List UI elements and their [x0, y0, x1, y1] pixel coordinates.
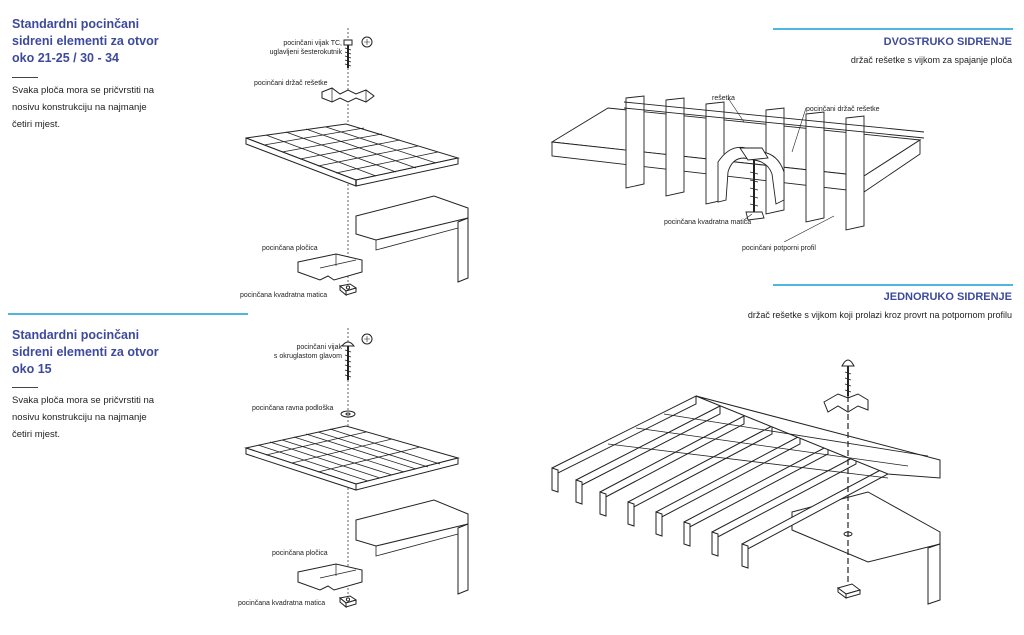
d2-washer-label: pocinčana ravna podloška: [252, 405, 334, 412]
panel1-body: Svaka ploča mora se pričvrstiti na nosiv…: [12, 82, 154, 133]
d1-screw-label-line2: uglavljeni šesterokutnik: [269, 49, 342, 56]
grating-holder-icon: [322, 88, 374, 102]
double-subtitle: držač rešetke s vijkom za spajanje ploča: [850, 55, 1012, 65]
double-title: DVOSTRUKO SIDRENJE: [883, 36, 1012, 48]
d2-screw-label: pocinčani vijak s okruglastom glavom: [238, 343, 342, 361]
diagram2-exploded-view: [236, 328, 476, 613]
d1-plate-label: pocinčana pločica: [262, 245, 318, 252]
d1-screw-label-line1: pocinčani vijak TC,: [283, 40, 342, 47]
panel1-heading-line3: oko 21-25 / 30 - 34: [12, 51, 120, 65]
d2-screw-label-line1: pocinčani vijak: [296, 344, 342, 351]
single-section-rule: [773, 284, 1013, 286]
round-head-screw-icon: [342, 342, 354, 380]
grating-icon: [246, 124, 458, 186]
double-holder-label: pocinčani držač rešetke: [806, 106, 880, 113]
double-anchoring-diagram: [548, 92, 928, 242]
panel2-heading-line2: sidreni elementi za otvor: [12, 345, 159, 359]
d2-nut-label: pocinčana kvadratna matica: [238, 600, 326, 607]
grating-icon: [246, 426, 458, 490]
support-profile-icon: [356, 500, 468, 594]
panel1-heading-line1: Standardni pocinčani: [12, 17, 140, 31]
left-section-rule: [8, 313, 248, 315]
panel2-divider: [12, 387, 38, 388]
single-subtitle: držač rešetke s vijkom koji prolazi kroz…: [747, 310, 1012, 320]
d1-holder-label: pocinčani držač rešetke: [254, 80, 328, 87]
panel1-body-line2: nosivu konstrukciju na najmanje: [12, 102, 147, 113]
double-profile-label: pocinčani potporni profil: [742, 245, 816, 252]
panel1-heading: Standardni pocinčani sidreni elementi za…: [12, 16, 159, 67]
square-nut-icon: [340, 596, 356, 607]
square-nut-icon: [340, 284, 356, 295]
plate-icon: [298, 564, 362, 590]
double-grating-label: rešetka: [712, 95, 735, 102]
single-title: JEDNORUKO SIDRENJE: [883, 291, 1012, 303]
d2-screw-label-line2: s okruglastom glavom: [273, 353, 342, 360]
flat-washer-icon: [341, 411, 355, 417]
d1-screw-label: pocinčani vijak TC, uglavljeni šesteroku…: [238, 39, 342, 57]
d2-plate-label: pocinčana pločica: [272, 550, 328, 557]
hex-screw-icon: [344, 40, 352, 68]
d1-nut-label: pocinčana kvadratna matica: [240, 292, 328, 299]
double-section-rule: [773, 28, 1013, 30]
panel2-body-line3: četiri mjest.: [12, 429, 61, 440]
panel1-body-line3: četiri mjest.: [12, 119, 61, 130]
panel2-body-line2: nosivu konstrukciju na najmanje: [12, 412, 147, 423]
plate-icon: [298, 254, 362, 280]
diagram1-exploded-view: [236, 28, 476, 303]
panel1-heading-line2: sidreni elementi za otvor: [12, 34, 159, 48]
support-profile-icon: [356, 196, 468, 282]
single-anchoring-diagram: [548, 340, 948, 624]
panel2-body: Svaka ploča mora se pričvrstiti na nosiv…: [12, 392, 154, 443]
panel1-divider: [12, 77, 38, 78]
panel2-heading: Standardni pocinčani sidreni elementi za…: [12, 327, 159, 378]
panel2-body-line1: Svaka ploča mora se pričvrstiti na: [12, 395, 155, 406]
double-nut-label: pocinčana kvadratna matica: [664, 219, 752, 226]
panel2-heading-line1: Standardni pocinčani: [12, 328, 140, 342]
panel1-body-line1: Svaka ploča mora se pričvrstiti na: [12, 85, 155, 96]
panel2-heading-line3: oko 15: [12, 362, 52, 376]
